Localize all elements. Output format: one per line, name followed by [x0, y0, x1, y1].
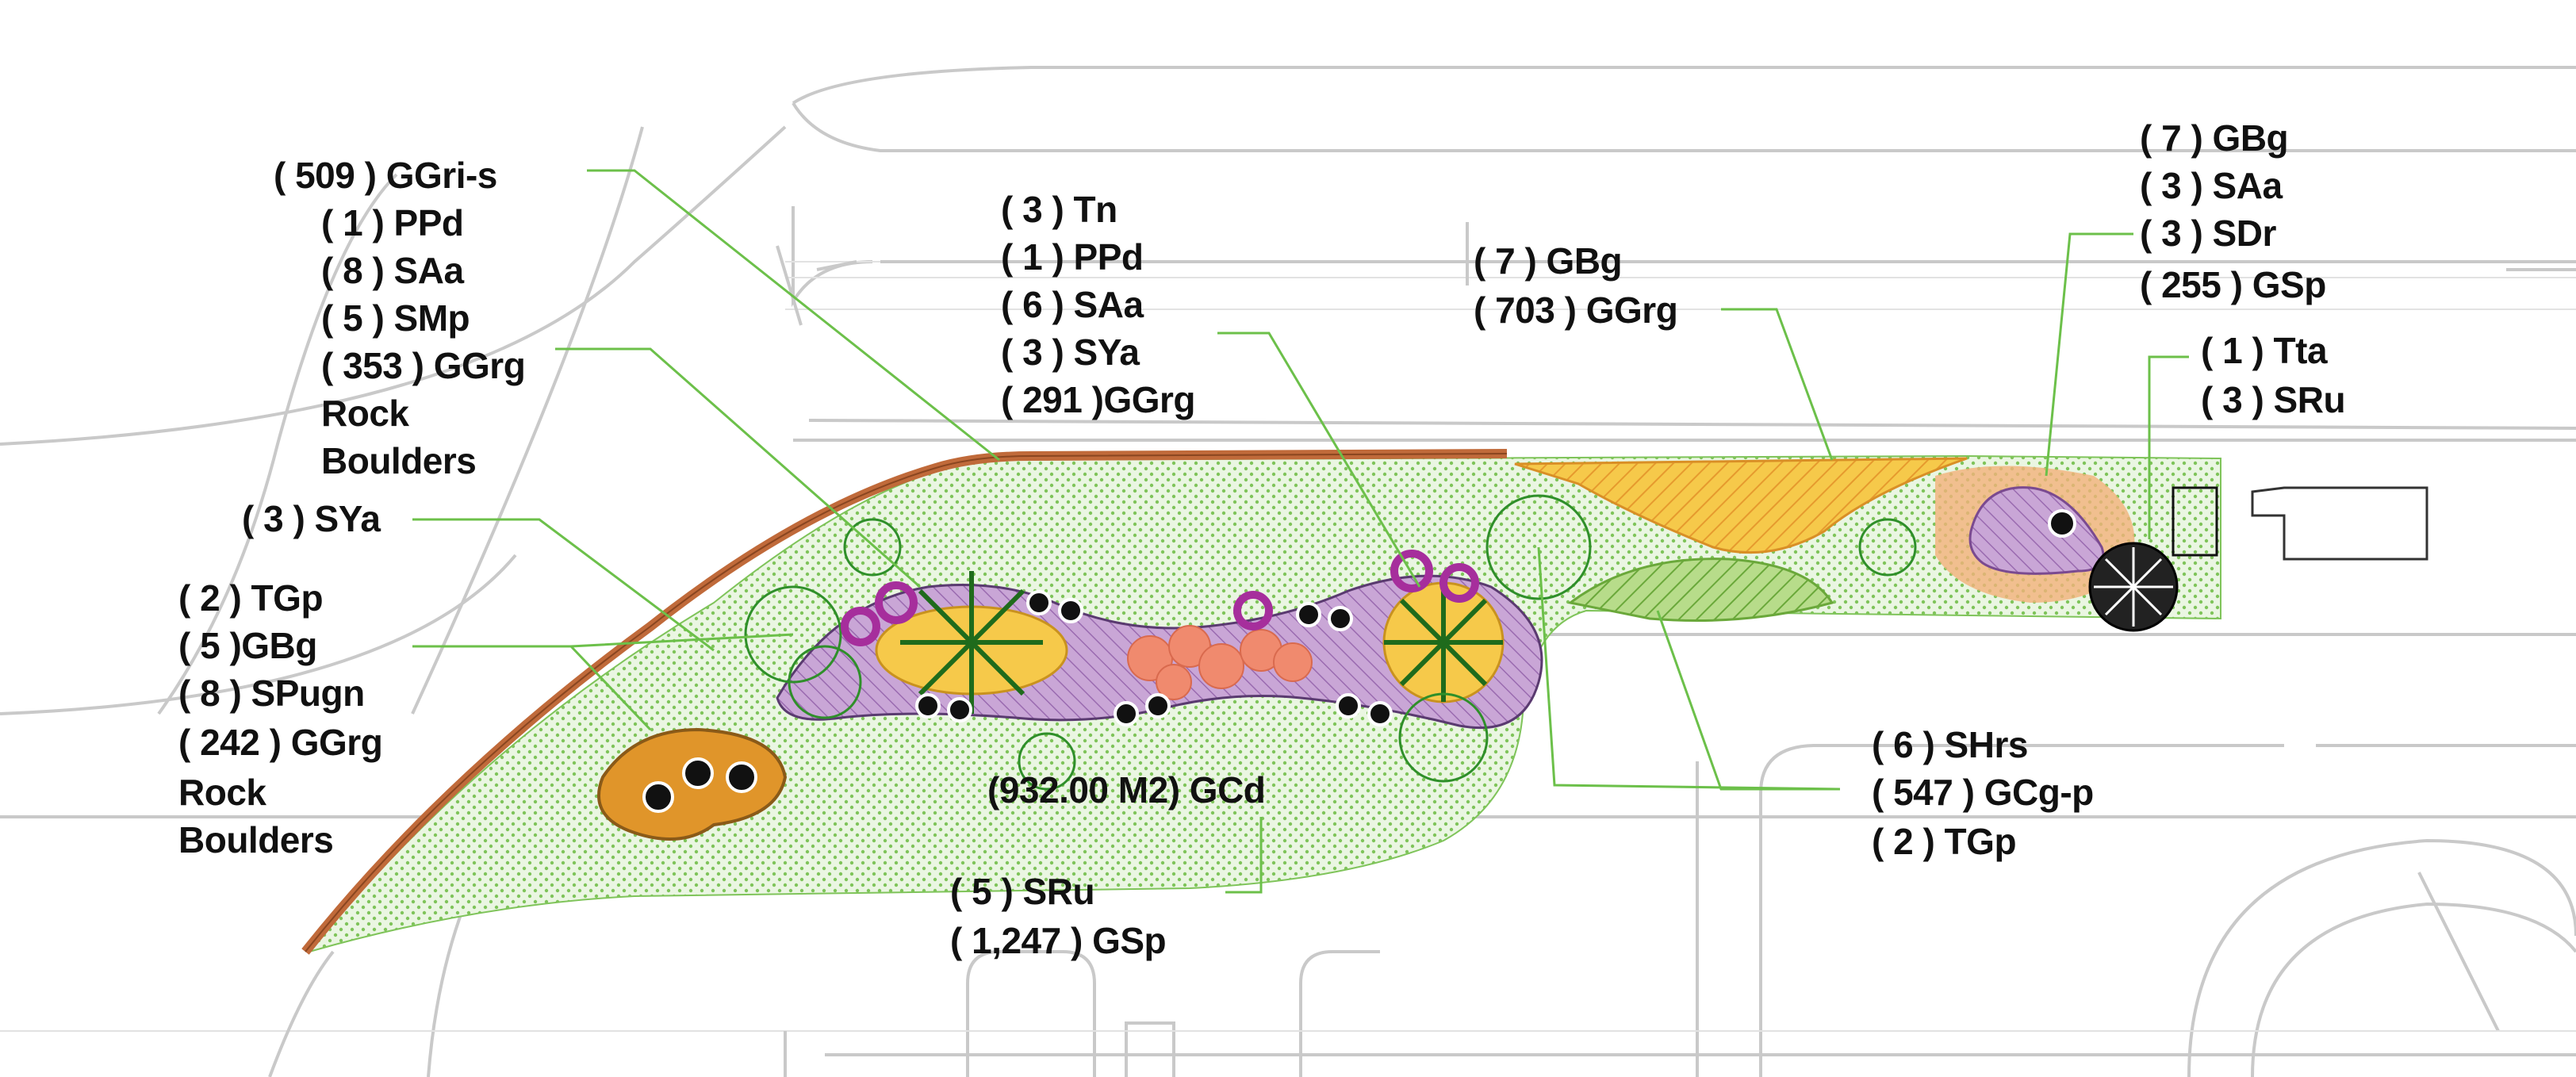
label-group-right: ( 1 ) Tta ( 3 ) SRu — [2201, 330, 2346, 420]
plant-label: ( 2 ) TGp — [178, 577, 323, 619]
plant-label: ( 547 ) GCg-p — [1872, 772, 2094, 813]
plant-label: ( 1 ) Tta — [2201, 330, 2328, 371]
plant-label: Rock — [321, 393, 409, 434]
plant-label: ( 3 ) SRu — [2201, 379, 2345, 420]
plant-label: ( 291 )GGrg — [1001, 379, 1195, 420]
plant-label: ( 8 ) SPugn — [178, 673, 365, 714]
plant-label: ( 353 ) GGrg — [321, 345, 525, 386]
plant-label: ( 6 ) SHrs — [1872, 724, 2028, 765]
label-group-nw: ( 509 ) GGri-s ( 1 ) PPd ( 8 ) SAa ( 5 )… — [274, 155, 526, 481]
plant-label: ( 1 ) PPd — [1001, 236, 1144, 278]
label-group-w: ( 2 ) TGp ( 5 )GBg ( 8 ) SPugn ( 242 ) G… — [178, 577, 383, 860]
building-outline — [2251, 486, 2428, 561]
green-bed — [1567, 558, 1834, 622]
boulders — [642, 509, 2076, 813]
magenta-shrubs — [841, 550, 1479, 646]
plant-label: ( 5 ) SRu — [950, 871, 1094, 912]
leader-lines — [412, 169, 2189, 894]
plant-label: ( 6 ) SAa — [1001, 284, 1144, 325]
plant-label: ( 1 ) PPd — [321, 202, 464, 243]
plant-label: Rock — [178, 772, 266, 813]
salmon-shrubs — [1127, 625, 1313, 700]
plant-label: ( 8 ) SAa — [321, 250, 464, 291]
planter-box — [2172, 486, 2218, 557]
yellow-bed — [1514, 457, 1968, 554]
plant-label: ( 509 ) GGri-s — [274, 155, 497, 196]
plant-label: ( 7 ) GBg — [1474, 240, 1622, 282]
starburst-tree-left — [900, 571, 1043, 714]
dark-tree-spokes — [2094, 547, 2173, 627]
plant-label: ( 3 ) Tn — [1001, 189, 1117, 230]
label-group-sya-left: ( 3 ) SYa — [242, 498, 381, 539]
label-group-bottom: ( 5 ) SRu ( 1,247 ) GSp — [950, 871, 1167, 961]
planting-bed — [301, 449, 2428, 955]
plant-label: ( 2 ) TGp — [1872, 821, 2016, 862]
label-group-top-mid: ( 7 ) GBg ( 703 ) GGrg — [1474, 240, 1678, 331]
plant-label: Boulders — [178, 819, 333, 860]
label-group-top-right: ( 7 ) GBg ( 3 ) SAa ( 3 ) SDr ( 255 ) GS… — [2140, 117, 2326, 305]
starburst-tree-right — [1384, 583, 1503, 702]
plant-label: ( 1,247 ) GSp — [950, 920, 1166, 961]
plant-label: ( 703 ) GGrg — [1474, 289, 1677, 331]
plant-label: ( 7 ) GBg — [2140, 117, 2288, 159]
tree-canopies — [744, 494, 1917, 791]
plant-label: Boulders — [321, 440, 476, 481]
plant-label: ( 5 )GBg — [178, 625, 317, 666]
plant-label: ( 3 ) SDr — [2140, 213, 2276, 254]
plant-label: ( 3 ) SYa — [242, 498, 381, 539]
label-group-top-center: ( 3 ) Tn ( 1 ) PPd ( 6 ) SAa ( 3 ) SYa (… — [1001, 189, 1196, 420]
plant-label: ( 5 ) SMp — [321, 297, 470, 339]
plant-label: ( 3 ) SAa — [2140, 165, 2283, 206]
plant-label: ( 242 ) GGrg — [178, 722, 382, 763]
area-label: (932.00 M2) GCd — [987, 769, 1265, 811]
label-group-se: ( 6 ) SHrs ( 547 ) GCg-p ( 2 ) TGp — [1872, 724, 2094, 862]
plant-label: ( 3 ) SYa — [1001, 332, 1140, 373]
plant-label: ( 255 ) GSp — [2140, 264, 2326, 305]
